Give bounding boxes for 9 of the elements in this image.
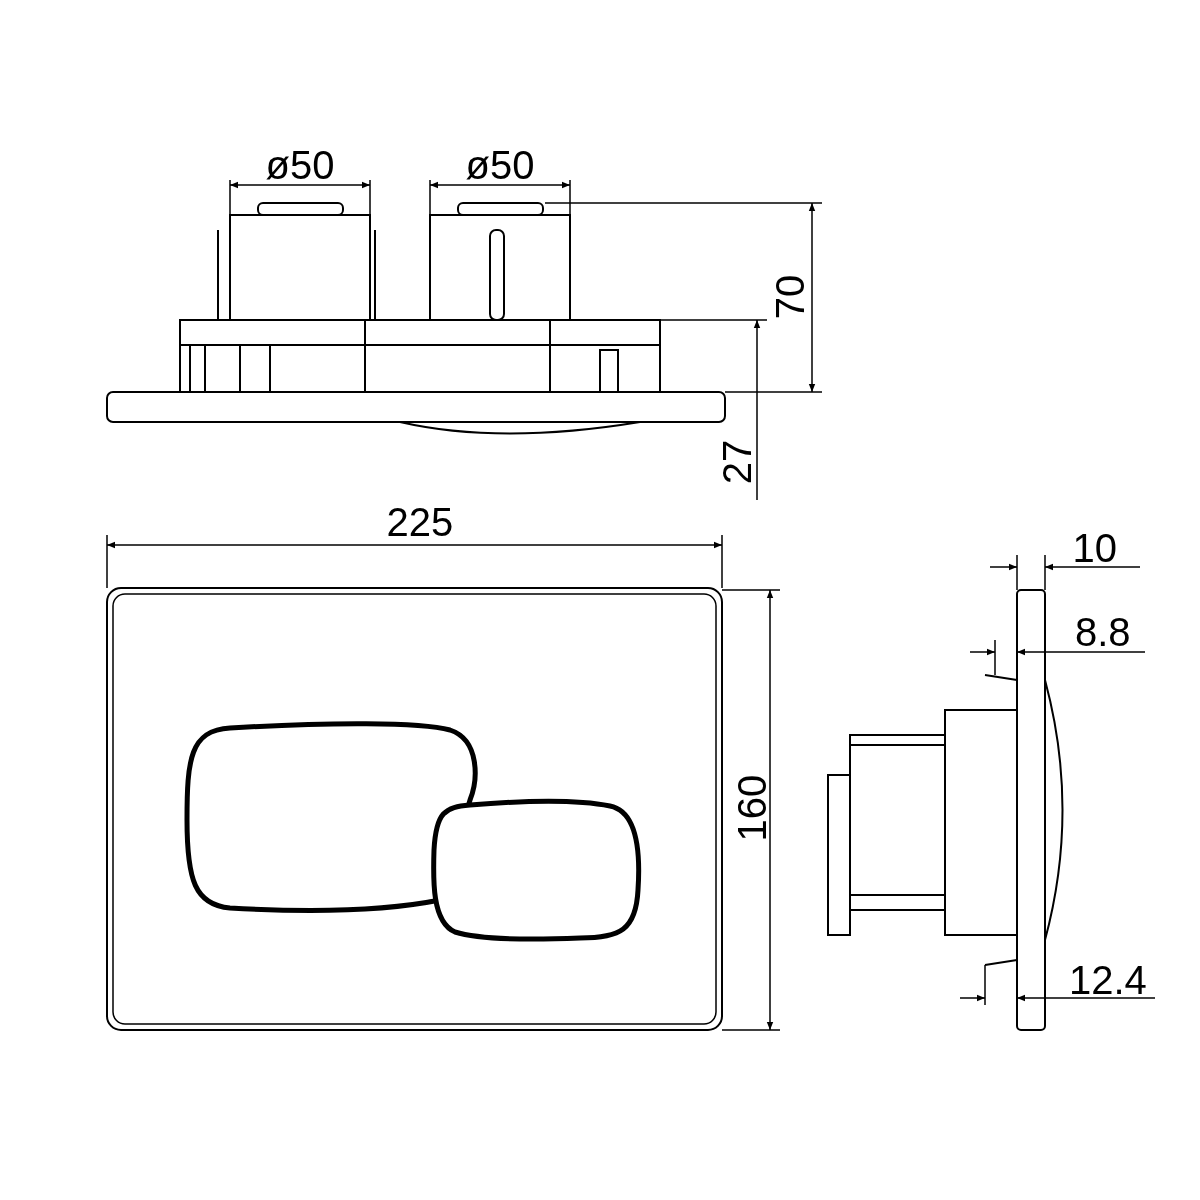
dimension-label: ø50	[265, 145, 335, 185]
dimension-label: 70	[769, 274, 810, 320]
dimension-label: 10	[1072, 528, 1117, 568]
dimension-label: 160	[731, 774, 772, 842]
dimension-label: 8.8	[1075, 612, 1131, 652]
dimension-label: 12.4	[1069, 960, 1147, 1000]
dimension-label: 27	[716, 439, 757, 485]
dimension-label: ø50	[465, 145, 535, 185]
dimension-label: 225	[386, 502, 454, 542]
